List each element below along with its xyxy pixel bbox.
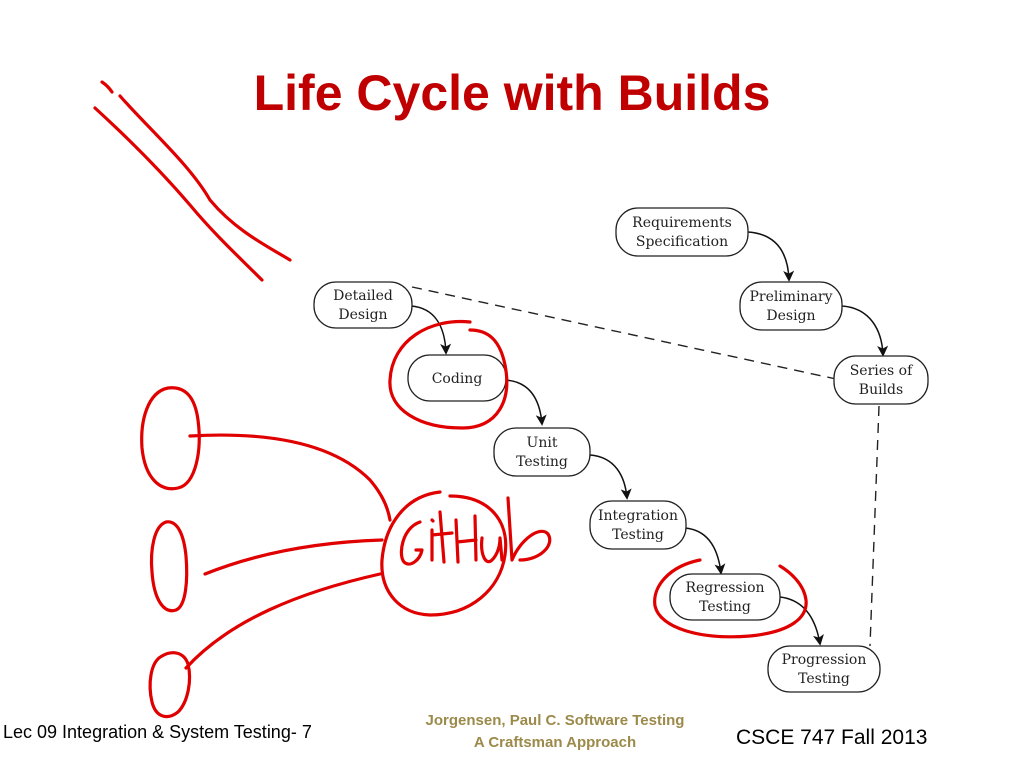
arrow-regression-to-progression [779,596,824,646]
node-coding: Coding [407,354,507,402]
footer-course-label: CSCE 747 Fall 2013 [736,726,928,749]
arrow-unit-to-integration [589,454,632,500]
annotation-circle-github [380,490,508,617]
footer-citation: Jorgensen, Paul C. Software Testing A Cr… [390,710,720,754]
arrow-detailed-to-coding [410,305,452,355]
node-unit-line2: Testing [516,454,568,470]
annotation-oval-middle [149,520,189,613]
node-progression-testing: Progression Testing [767,645,881,693]
footer-lecture-label: Lec 09 Integration & System Testing- 7 [3,722,312,742]
node-detailed-line2: Design [338,307,387,323]
node-regression-line1: Regression [685,580,764,596]
arrow-coding-to-unit [505,379,547,426]
handwritten-annotations [93,80,808,719]
node-detailed-design: Detailed Design [313,281,413,329]
node-progression-line2: Testing [798,671,850,687]
node-integration-line2: Testing [612,527,664,543]
node-integration-line1: Integration [598,508,678,524]
footer-citation-line2: A Craftsman Approach [473,734,637,751]
node-series-of-builds: Series of Builds [833,355,929,405]
annotation-circle-regression [653,558,808,639]
arrow-preliminary-to-series [841,305,889,357]
annotation-slash-1 [100,80,292,262]
node-requirements-line2: Specification [636,234,728,250]
node-integration-testing: Integration Testing [589,500,687,550]
node-regression-testing: Regression Testing [669,573,781,621]
annotation-github-text [399,496,552,566]
node-requirements-specification: Requirements Specification [615,207,749,257]
node-series-line2: Builds [859,382,903,398]
node-preliminary-design: Preliminary Design [739,281,843,331]
annotation-line-middle [203,538,384,576]
dashed-link-series-to-progression [869,405,880,647]
annotation-circle-coding [388,319,509,430]
node-preliminary-line2: Design [766,308,815,324]
annotation-line-bottom [184,572,382,670]
node-detailed-line1: Detailed [333,288,393,304]
node-unit-line1: Unit [527,435,558,451]
node-coding-line1: Coding [432,371,483,387]
node-unit-testing: Unit Testing [493,427,591,477]
arrow-integration-to-regression [684,527,726,575]
annotation-oval-bottom [148,651,192,719]
footer-citation-line1: Jorgensen, Paul C. Software Testing [425,712,685,729]
annotation-oval-top [140,386,201,491]
node-progression-line1: Progression [782,652,867,668]
arrow-requirements-to-preliminary [747,231,795,282]
node-requirements-line1: Requirements [632,215,732,231]
dashed-link-detailed-to-series [411,286,837,380]
annotation-line-top [188,433,392,522]
node-preliminary-line1: Preliminary [749,289,832,305]
annotation-slash-2 [93,106,264,282]
node-regression-line2: Testing [699,599,751,615]
slide-title: Life Cycle with Builds [253,65,771,121]
node-series-line1: Series of [850,363,914,379]
